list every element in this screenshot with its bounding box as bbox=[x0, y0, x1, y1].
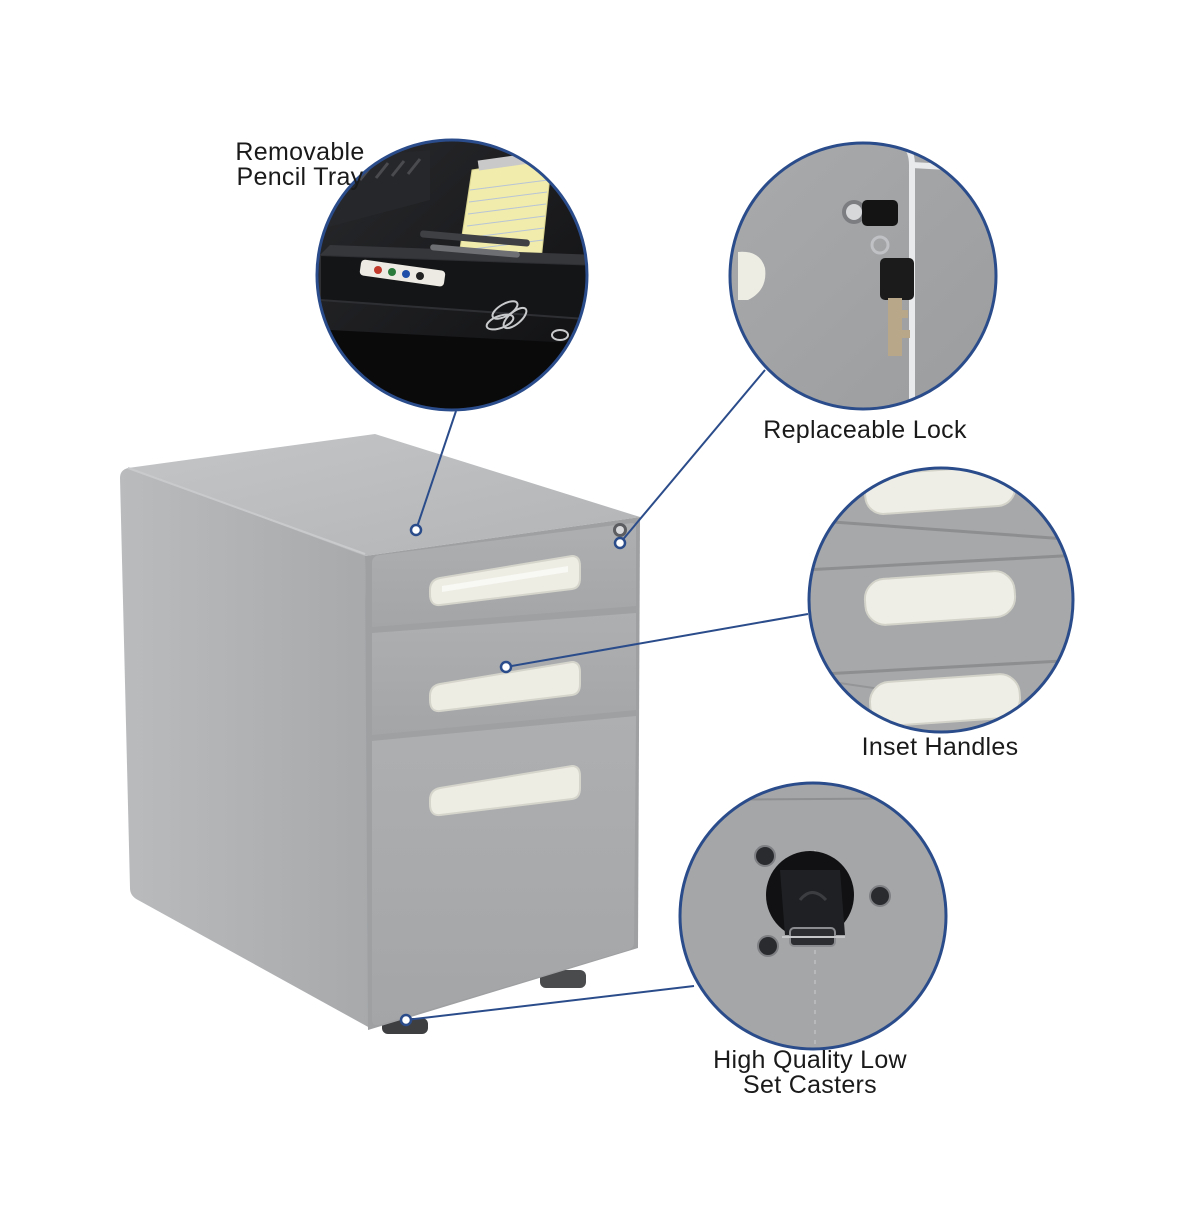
label-casters: High Quality Low Set Casters bbox=[660, 1048, 960, 1098]
leader-line-lock bbox=[619, 369, 766, 544]
drawer-handle-middle bbox=[429, 660, 581, 713]
leader-line-handles bbox=[505, 613, 809, 668]
label-pencil-tray-line2: Pencil Tray bbox=[236, 163, 364, 191]
label-lock-line1: Replaceable Lock bbox=[763, 416, 967, 444]
leader-dot-lock bbox=[613, 536, 627, 550]
cabinet-side-panel bbox=[120, 468, 370, 1028]
paper-clips bbox=[485, 300, 569, 341]
leader-dot-casters bbox=[399, 1013, 413, 1027]
label-casters-line2: Set Casters bbox=[743, 1071, 877, 1099]
leader-lines bbox=[405, 369, 809, 1021]
callout-lock-detail bbox=[728, 141, 998, 411]
markers bbox=[359, 259, 446, 287]
label-replaceable-lock: Replaceable Lock bbox=[720, 418, 1010, 443]
callout-casters-detail bbox=[678, 781, 948, 1051]
cabinet-top-panel bbox=[128, 434, 640, 556]
label-casters-line1: High Quality Low bbox=[713, 1046, 907, 1074]
label-removable-pencil-tray: Removable Pencil Tray bbox=[200, 140, 400, 190]
leader-dot-handles bbox=[499, 660, 513, 674]
rear-caster bbox=[540, 970, 586, 988]
leader-dots bbox=[399, 523, 627, 1027]
drawer-handle-bottom bbox=[429, 764, 581, 817]
leader-line-casters bbox=[405, 985, 695, 1021]
callout-pencil-tray-detail bbox=[315, 138, 589, 412]
drawer-bottom bbox=[372, 716, 636, 1026]
handle-closeup bbox=[863, 468, 1022, 727]
drawer-handle-top bbox=[429, 554, 581, 607]
leader-dot-pencil-tray bbox=[409, 523, 423, 537]
cabinet-lock bbox=[613, 523, 627, 537]
caster-icon bbox=[754, 845, 891, 957]
leader-line-pencil-tray bbox=[415, 410, 457, 531]
filing-cabinet bbox=[120, 434, 640, 1034]
label-pencil-tray-line1: Removable bbox=[235, 138, 365, 166]
callout-handles-detail bbox=[807, 466, 1075, 734]
label-handles-line1: Inset Handles bbox=[861, 733, 1019, 761]
label-inset-handles: Inset Handles bbox=[820, 735, 1060, 760]
pens bbox=[420, 230, 530, 258]
key-icon bbox=[862, 200, 914, 356]
